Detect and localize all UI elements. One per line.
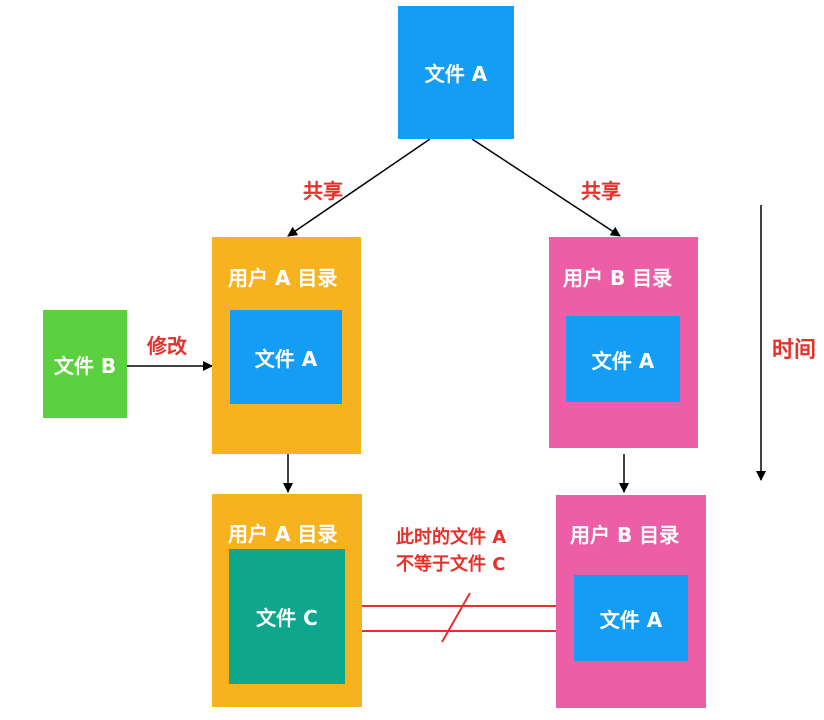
user-a-file-c: 文件 C — [229, 549, 345, 684]
note-line-1: 此时的文件 A — [396, 527, 507, 548]
file-b-label: 文件 B — [53, 353, 117, 378]
user-b-directory-title: 用户 B 目录 — [563, 266, 673, 290]
note-line-2: 不等于文件 C — [396, 554, 506, 575]
user-a-file-a-label: 文件 A — [254, 346, 318, 371]
shared-file-a-label: 文件 A — [424, 62, 488, 86]
user-b-file-a-label: 文件 A — [591, 348, 655, 373]
user-b-file-a-after-label: 文件 A — [599, 607, 663, 632]
user-b-directory-before: 用户 B 目录 文件 A — [549, 237, 698, 448]
share-label-left: 共享 — [303, 179, 343, 203]
user-a-directory-after-title: 用户 A 目录 — [228, 522, 338, 546]
user-b-directory-after: 用户 B 目录 文件 A — [556, 495, 706, 708]
user-a-directory-before: 用户 A 目录 文件 A — [212, 237, 361, 454]
share-arrow-right — [471, 138, 621, 237]
user-b-file-a-after: 文件 A — [574, 575, 688, 661]
user-b-file-a: 文件 A — [566, 316, 680, 402]
shared-file-a: 文件 A — [398, 6, 514, 139]
time-label: 时间 — [772, 338, 817, 363]
modify-label: 修改 — [147, 334, 187, 358]
user-a-file-a: 文件 A — [230, 310, 342, 404]
file-b: 文件 B — [43, 310, 127, 418]
user-b-directory-after-title: 用户 B 目录 — [570, 523, 680, 547]
share-arrow-left — [287, 138, 431, 237]
share-label-right: 共享 — [581, 179, 621, 203]
user-a-file-c-label: 文件 C — [256, 606, 318, 630]
user-a-directory-after: 用户 A 目录 文件 C — [212, 494, 362, 707]
not-equal-slash — [441, 592, 471, 643]
user-a-directory-title: 用户 A 目录 — [228, 266, 338, 290]
